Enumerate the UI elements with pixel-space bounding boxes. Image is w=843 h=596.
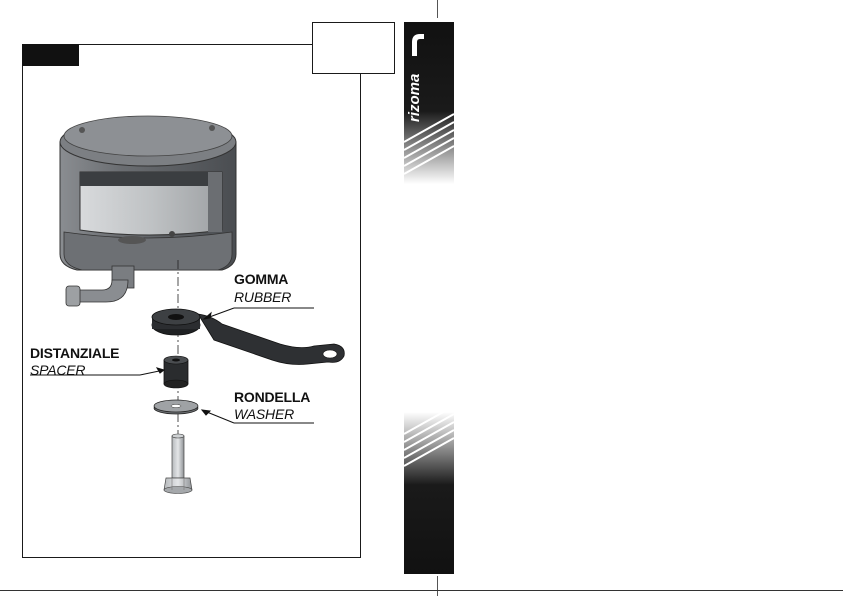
reservoir [60, 116, 236, 270]
bolt-part [164, 434, 192, 494]
fold-mark-bottom [437, 576, 438, 596]
screw-hole [79, 127, 85, 133]
exploded-view-drawing [22, 44, 361, 558]
label-rondella: RONDELLA [234, 389, 310, 405]
label-rubber: RUBBER [234, 289, 291, 305]
label-gomma: GOMMA [234, 271, 288, 287]
brand-wordmark: rizoma [404, 60, 424, 130]
label-distanziale: DISTANZIALE [30, 345, 119, 361]
brand-name: rizoma [406, 74, 423, 122]
outlet-elbow [66, 266, 134, 306]
label-washer: WASHER [234, 406, 294, 422]
screw-hole [209, 125, 215, 131]
label-spacer: SPACER [30, 362, 85, 378]
spacer-part [164, 356, 188, 388]
washer-part [154, 400, 198, 414]
bottom-rule [0, 590, 843, 591]
fold-mark-top [437, 0, 438, 18]
